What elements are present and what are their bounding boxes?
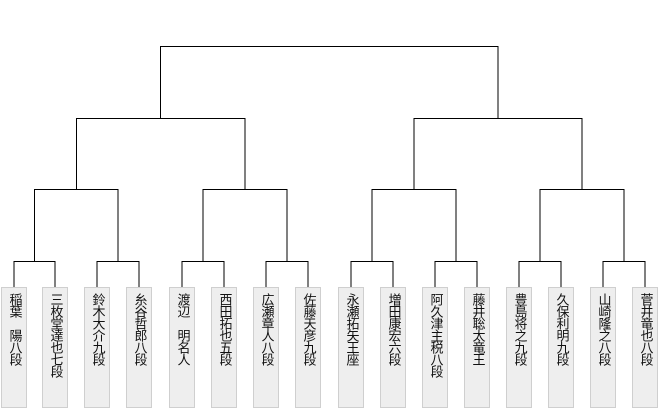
player-card-2: 三枚堂達也七段: [42, 287, 68, 408]
player-name: 阿久津主税八段: [427, 293, 443, 377]
player-card-7: 広瀬章人八段: [253, 287, 279, 408]
bracket-connector-r1-5: [350, 261, 394, 287]
player-name: 糸谷哲郎八段: [131, 293, 147, 365]
player-card-3: 鈴木大介九段: [84, 287, 110, 408]
player-name: 佐藤天彦九段: [300, 293, 316, 365]
player-name: 永瀬拓矢王座: [343, 293, 359, 365]
bracket-connector-r3-2: [413, 118, 583, 189]
player-card-1: 稲葉 陽八段: [1, 287, 27, 408]
player-name: 増田康宏六段: [385, 293, 401, 365]
player-card-8: 佐藤天彦九段: [295, 287, 321, 408]
bracket-connector-r2-1: [34, 189, 119, 261]
player-name: 西田拓也五段: [216, 293, 232, 365]
bracket-connector-r1-4: [265, 261, 309, 287]
player-name: 藤井聡太竜王: [469, 293, 485, 365]
bracket-connector-r1-8: [602, 261, 646, 287]
bracket-connector-r2-3: [371, 189, 457, 261]
player-name: 山崎隆之八段: [595, 293, 611, 365]
player-card-6: 西田拓也五段: [211, 287, 237, 408]
player-name: 菅井竜也八段: [637, 293, 653, 365]
player-name: 鈴木大介九段: [89, 293, 105, 365]
bracket-connector-r3-1: [75, 118, 246, 189]
player-name: 三枚堂達也七段: [47, 293, 63, 377]
bracket-connector-r1-1: [13, 261, 56, 287]
player-card-14: 久保利明九段: [548, 287, 574, 408]
player-name: 久保利明九段: [553, 293, 569, 365]
bracket-connector-r4-1: [160, 46, 499, 118]
bracket-connector-r1-2: [96, 261, 140, 287]
player-card-5: 渡辺 明名人: [169, 287, 195, 408]
player-name: 渡辺 明名人: [174, 293, 190, 365]
player-card-10: 増田康宏六段: [380, 287, 406, 408]
bracket-connector-r2-4: [539, 189, 625, 261]
bracket-connector-r1-3: [181, 261, 225, 287]
player-card-16: 菅井竜也八段: [632, 287, 658, 408]
bracket-connector-r2-2: [202, 189, 288, 261]
player-card-11: 阿久津主税八段: [422, 287, 448, 408]
bracket-connector-r1-7: [518, 261, 562, 287]
player-card-15: 山崎隆之八段: [590, 287, 616, 408]
player-name: 豊島将之九段: [511, 293, 527, 365]
player-card-13: 豊島将之九段: [506, 287, 532, 408]
player-card-9: 永瀬拓矢王座: [338, 287, 364, 408]
bracket-connector-r1-6: [434, 261, 478, 287]
player-name: 稲葉 陽八段: [6, 293, 22, 365]
player-name: 広瀬章人八段: [258, 293, 274, 365]
player-card-12: 藤井聡太竜王: [464, 287, 490, 408]
player-card-4: 糸谷哲郎八段: [126, 287, 152, 408]
